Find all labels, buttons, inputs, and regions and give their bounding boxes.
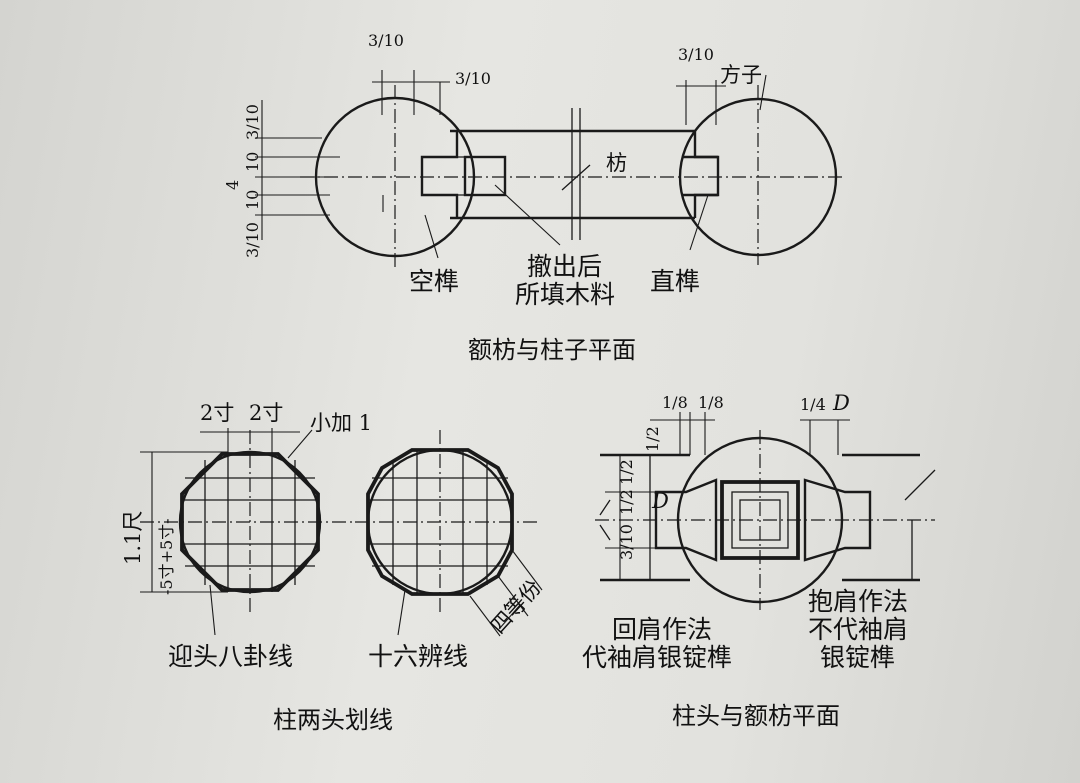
dim-d2: 1/8 (698, 393, 724, 412)
zhi-tenon (693, 131, 720, 218)
label-huijian-1: 回肩作法 (612, 615, 712, 644)
label-baojian-1: 抱肩作法 (808, 587, 908, 616)
dim-top-a: 3/10 (368, 31, 404, 50)
label-fangzi: 方子 (720, 63, 762, 87)
bottom-left-diagram: 2寸 2寸 小加 1 1.1尺 -5寸+5寸- 迎头八卦线 四等份 十 (121, 401, 546, 734)
caption-bottom-left: 柱两头划线 (273, 706, 393, 734)
dim-left-3: 4 (223, 180, 242, 190)
label-2cun-a: 2寸 (200, 401, 234, 425)
dim-d4: 1/2 (617, 459, 636, 485)
label-five-cun: -5寸+5寸- (157, 518, 176, 595)
dim-d6: 3/10 (617, 524, 636, 560)
bottom-right-diagram: 1/8 1/8 1/2 1/2 1/2 3/10 D 1/4 D 回肩作法 代袖… (582, 391, 936, 730)
label-shiliu: 十六辨线 (368, 642, 468, 671)
kong-tenon (420, 131, 459, 218)
dim-d3: 1/2 (643, 426, 662, 452)
dim-top-b: 3/10 (455, 69, 491, 88)
bagua-octagon (180, 452, 320, 592)
top-diagram: 3/10 3/10 3/10 3/10 10 4 10 3/10 方子 枋 空榫… (223, 31, 845, 364)
shiliu-polygon (366, 448, 514, 596)
label-kong-sun: 空榫 (409, 267, 459, 296)
label-2cun-b: 2寸 (249, 401, 283, 425)
label-baojian-2: 不代袖肩 (808, 615, 908, 644)
label-fang: 枋 (606, 151, 627, 175)
dim-left-4: 10 (243, 190, 262, 210)
dim-left-2: 10 (243, 152, 262, 172)
dovetail-right (803, 478, 872, 562)
left-beam (600, 453, 690, 582)
label-fill-1: 撤出后 (527, 252, 602, 281)
dim-left-1: 3/10 (243, 104, 262, 140)
right-beam (842, 453, 920, 582)
label-D-left: D (651, 489, 669, 513)
label-D-right: D (832, 391, 850, 415)
label-zhi-sun: 直榫 (650, 267, 700, 296)
dim-quarter: 1/4 (800, 395, 826, 414)
label-sidengfen: 四等份 (486, 575, 546, 638)
label-height: 1.1尺 (121, 511, 145, 565)
dim-left-5: 3/10 (243, 222, 262, 258)
dim-d1: 1/8 (662, 393, 688, 412)
dim-top-right: 3/10 (678, 45, 714, 64)
dim-d5: 1/2 (617, 489, 636, 515)
caption-bottom-right: 柱头与额枋平面 (672, 702, 840, 730)
label-baojian-3: 银锭榫 (820, 643, 895, 672)
label-fill-2: 所填木料 (515, 280, 615, 309)
label-bagua: 迎头八卦线 (168, 642, 293, 671)
fill-block (463, 155, 507, 197)
label-huijian-2: 代袖肩银锭榫 (582, 643, 732, 672)
caption-top: 额枋与柱子平面 (468, 336, 636, 364)
label-xiaojia: 小加 1 (310, 411, 372, 435)
